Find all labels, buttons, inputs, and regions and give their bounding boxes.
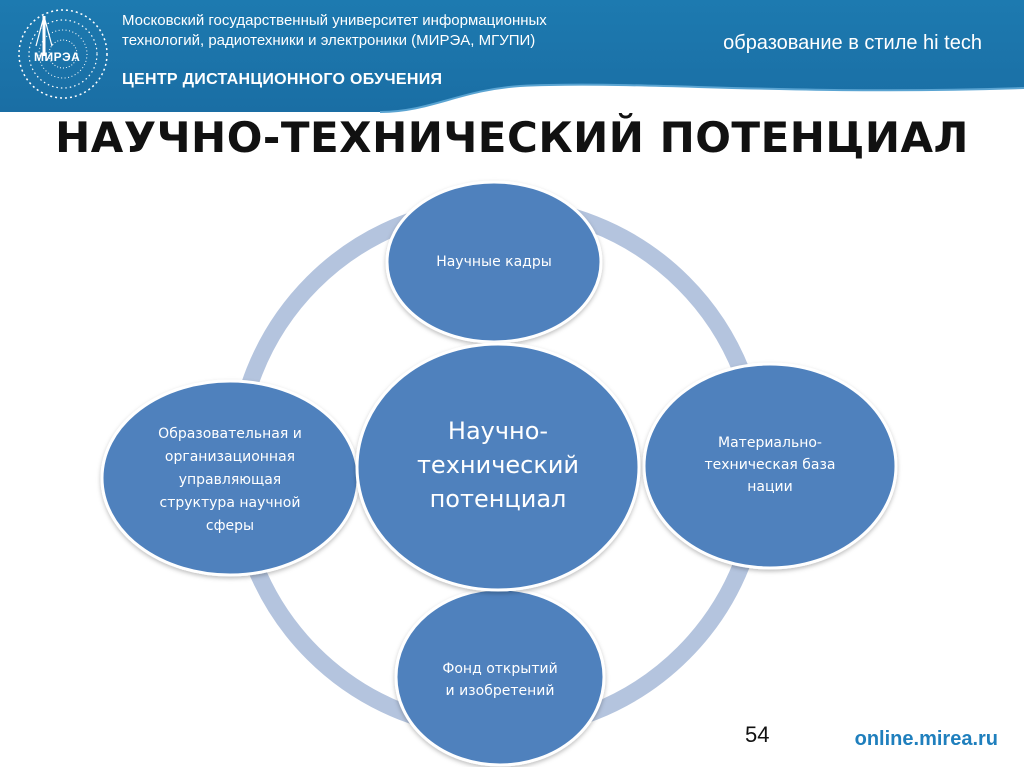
logo-text: МИРЭА	[34, 50, 81, 64]
node-bottom-label: Фонд открытий и изобретений	[442, 661, 558, 699]
mirea-logo-icon	[18, 9, 108, 99]
university-name-line2: технологий, радиотехники и электроники (…	[122, 32, 536, 49]
node-top-shape	[385, 180, 603, 344]
node-center-label: Научно- технический потенциал	[416, 417, 580, 513]
node-top-label: Научные кадры	[436, 254, 552, 270]
slogan: образование в стиле hi tech	[723, 32, 982, 54]
node-right-shape	[642, 362, 898, 570]
node-center-shape	[355, 342, 641, 592]
page-number: 54	[745, 722, 770, 747]
slide-title: НАУЧНО-ТЕХНИЧЕСКИЙ ПОТЕНЦИАЛ	[55, 113, 969, 162]
university-name-line1: Московский государственный университет и…	[122, 12, 547, 29]
site-url-link[interactable]: online.mirea.ru	[854, 728, 998, 750]
node-left-label: Образовательная и организационная управл…	[158, 425, 302, 534]
university-name: Московский государственный университет и…	[122, 11, 642, 51]
node-right-label: Материально- техническая база нации	[704, 435, 836, 495]
header-wave	[0, 83, 1024, 140]
center-name: ЦЕНТР ДИСТАНЦИОННОГО ОБУЧЕНИЯ	[122, 71, 443, 88]
